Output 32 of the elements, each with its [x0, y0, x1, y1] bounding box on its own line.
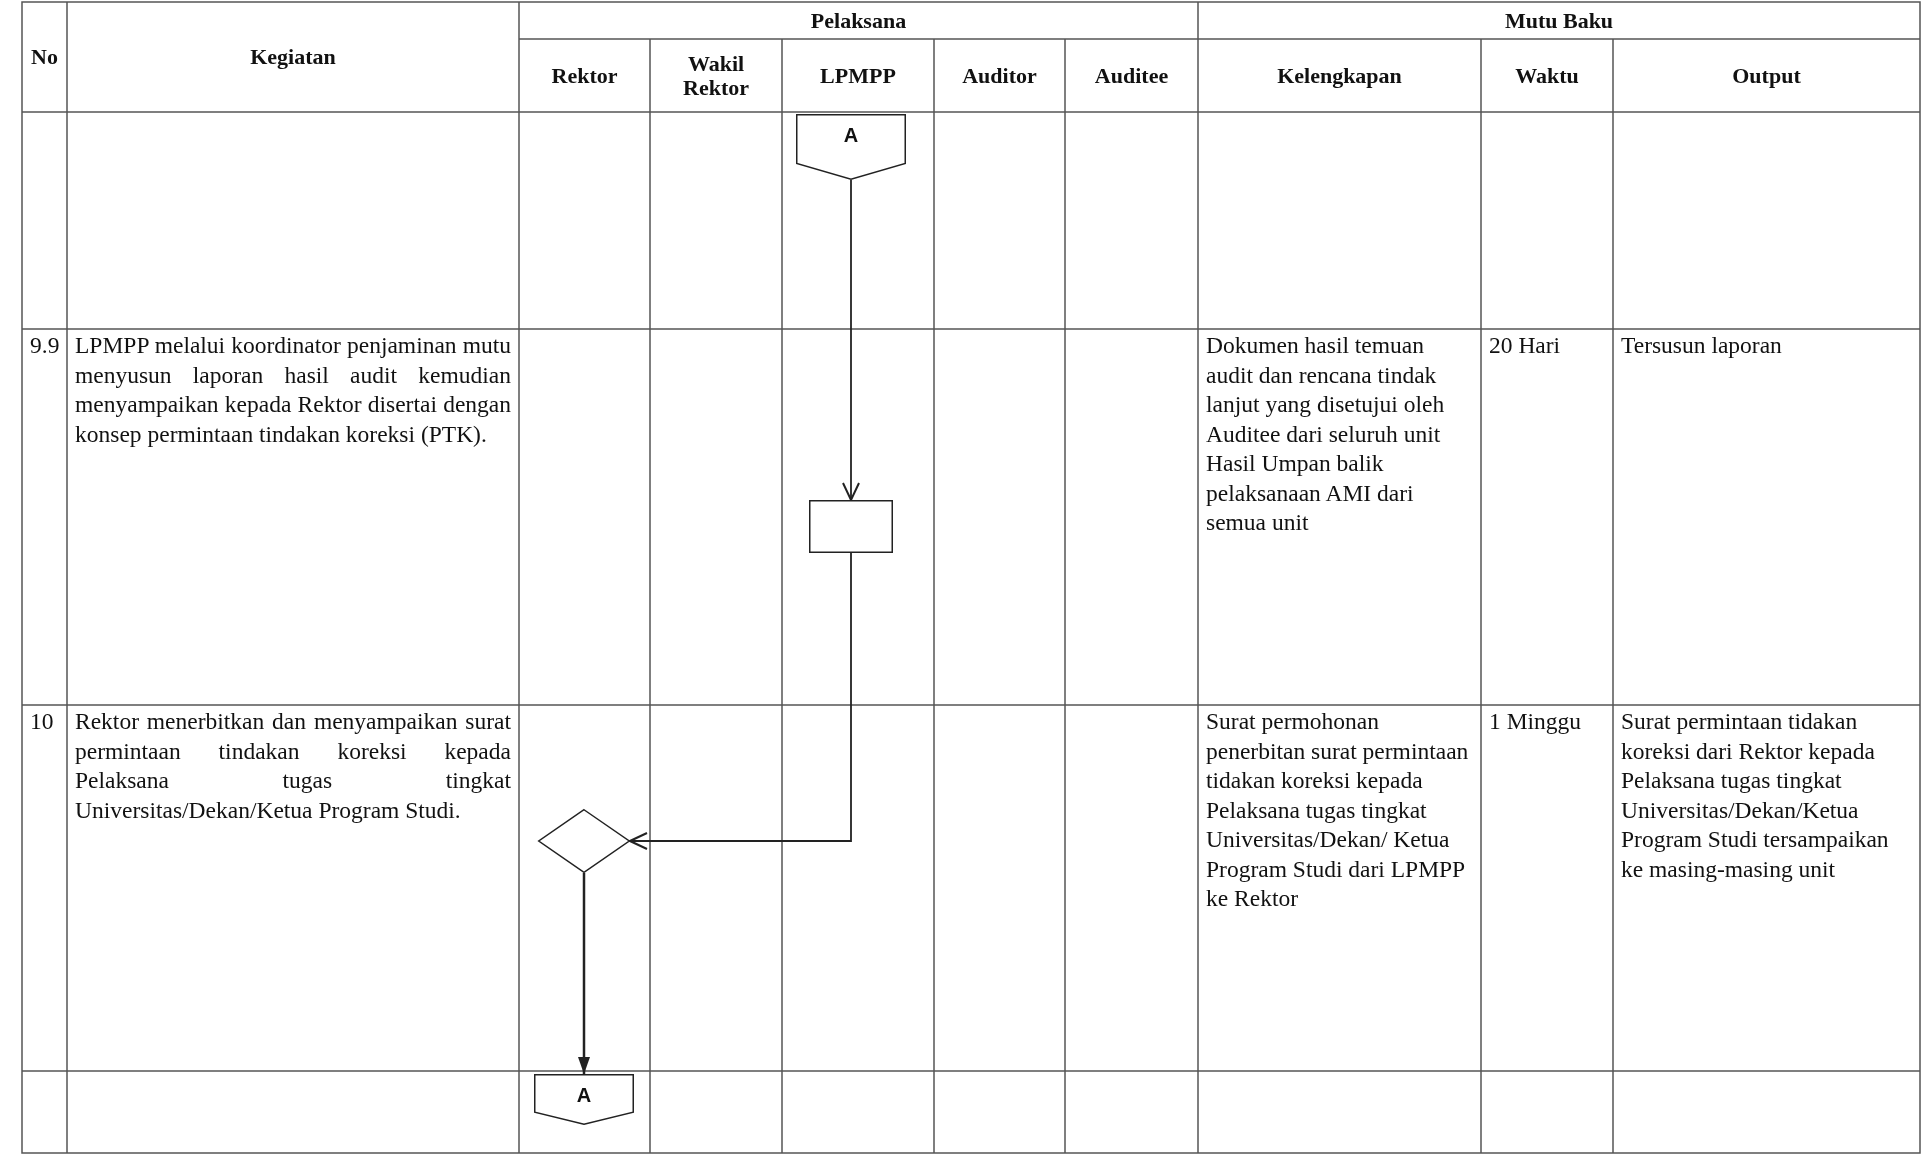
activity-text: LPMPP melalui koordinator penjaminan mutu menyusun laporan hasil audit kemudian menyampaikan kepada Rektor disertai dengan konsep permintaan tindakan koreksi (PTK).: [75, 331, 511, 449]
output-text: Tersusun laporan: [1621, 331, 1783, 360]
column-header: Waktu: [1515, 63, 1579, 88]
column-header: Wakil Rektor: [682, 51, 750, 100]
arrow: [578, 873, 590, 1074]
requirement-text: Surat permohonan penerbitan surat permintaan tidakan koreksi kepada Pelaksana tugas tingkat Universitas/Dekan/ Ketua Program Studi dari LPMPP ke Rektor: [1206, 707, 1470, 913]
column-header: Pelaksana: [810, 8, 907, 33]
output-text: Surat permintaan tidakan koreksi dari Rektor kepada Pelaksana tugas tingkat Universitas/Dekan/Ketua Program Studi tersampaikan ke masing-masing unit: [1621, 707, 1890, 884]
column-header: Auditor: [962, 63, 1037, 88]
time-text: 20 Hari: [1489, 331, 1562, 360]
column-header: LPMPP: [820, 63, 896, 88]
column-header: Auditee: [1094, 63, 1169, 88]
arrow: [842, 179, 860, 501]
decision-diamond: [538, 809, 630, 873]
time-text: 1 Minggu: [1489, 707, 1583, 736]
column-header: Kelengkapan: [1277, 63, 1402, 88]
activity-text: Rektor menerbitkan dan menyampaikan surat permintaan tindakan koreksi kepada Pelaksana tugas tingkat Universitas/Dekan/Ketua Program Studi.: [75, 707, 511, 825]
step-number: 9.9: [30, 331, 59, 360]
arrow: [629, 552, 852, 850]
connector-label: A: [842, 124, 860, 147]
column-header: Kegiatan: [250, 45, 336, 69]
column-header: No: [31, 45, 58, 69]
offpage-connector: [796, 114, 906, 180]
requirement-text: Dokumen hasil temuan audit dan rencana tindak lanjut yang disetujui oleh Auditee dari seluruh unit: [1206, 331, 1446, 449]
column-header: Output: [1732, 63, 1801, 88]
column-header: Mutu Baku: [1504, 8, 1614, 33]
column-header: Rektor: [551, 63, 618, 88]
connector-label: A: [575, 1084, 593, 1107]
requirement-text: Hasil Umpan balik pelaksanaan AMI dari semua unit: [1206, 449, 1415, 537]
step-number: 10: [30, 707, 55, 736]
process-box: [809, 500, 893, 553]
offpage-connector: [534, 1074, 634, 1125]
